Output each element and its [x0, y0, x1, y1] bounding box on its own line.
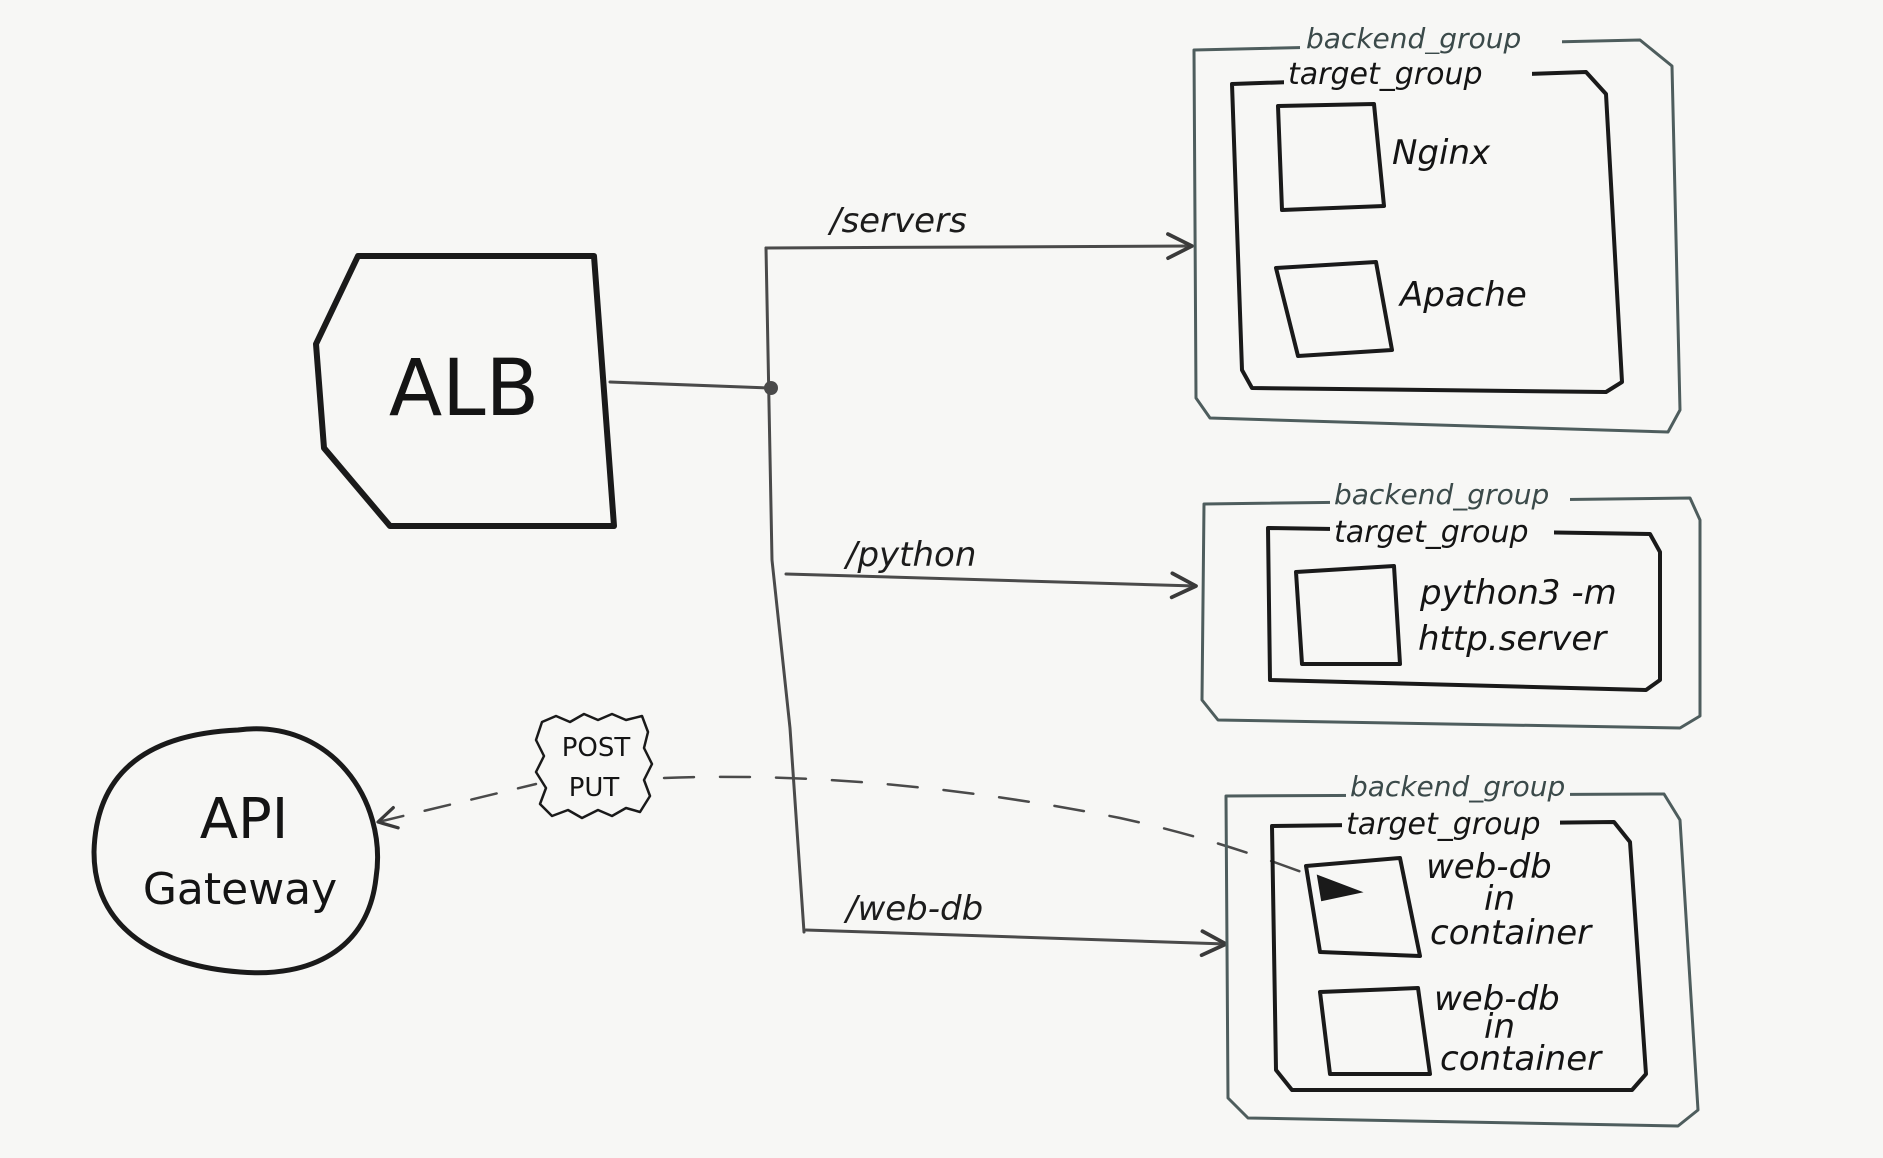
method-put-label: PUT: [569, 773, 620, 803]
server-label-line2: in: [1484, 879, 1515, 919]
dashed-right-segment: [662, 775, 1352, 892]
route-webdb-label: /web-db: [843, 889, 983, 929]
server-label-line2: http.server: [1418, 619, 1608, 659]
api-gateway-line1: API: [200, 787, 289, 852]
alb-label: ALB: [389, 344, 539, 434]
server-webdb-2[interactable]: web-db in container: [1318, 979, 1603, 1079]
route-webdb: /web-db: [804, 889, 1228, 958]
routing-bus-line: [764, 246, 806, 934]
server-label-line1: Nginx: [1392, 133, 1491, 173]
server-box: [1276, 102, 1386, 212]
target-group-2-label: target_group: [1334, 515, 1529, 550]
target-group-3-label: target_group: [1346, 807, 1541, 842]
route-servers-label: /servers: [827, 201, 967, 241]
server-box: [1274, 260, 1394, 358]
method-note-shape: [534, 712, 654, 820]
backend-group-3[interactable]: backend_group target_group web-db in con…: [1224, 768, 1700, 1128]
backend-group-2-box: [1200, 496, 1702, 730]
server-python[interactable]: python3 -m http.server: [1294, 564, 1617, 666]
target-group-1-label-bg: [1284, 54, 1532, 94]
backend-group-1-box: [1192, 38, 1682, 434]
backend-group-3-label: backend_group: [1350, 770, 1565, 803]
route-python-arrow: [784, 571, 1198, 600]
backend-group-1-label-bg: [1300, 18, 1562, 58]
server-label-line1: Apache: [1398, 275, 1527, 315]
server-label-line1: python3 -m: [1419, 573, 1617, 613]
alb-connector-line: [608, 380, 772, 390]
server-apache[interactable]: Apache: [1274, 260, 1527, 358]
server-box: [1304, 856, 1422, 958]
backend-group-3-label-bg: [1346, 768, 1570, 806]
server-label-line1: web-db: [1426, 847, 1552, 887]
backend-group-3-box: [1224, 792, 1700, 1128]
dashed-arrow-head: [1316, 874, 1364, 902]
target-group-1-label: target_group: [1288, 57, 1483, 92]
backend-group-1-label: backend_group: [1306, 22, 1521, 55]
method-post-label: POST: [562, 733, 631, 763]
server-box: [1318, 986, 1432, 1076]
junction-dot: [764, 381, 778, 395]
route-python: /python: [784, 535, 1198, 600]
method-note: POST PUT: [534, 712, 654, 820]
target-group-3-label-bg: [1342, 806, 1560, 844]
api-gateway-node[interactable]: API Gateway: [91, 726, 380, 976]
server-label-line3: container: [1440, 1039, 1603, 1079]
route-webdb-arrow: [804, 928, 1228, 958]
alb-node[interactable]: ALB: [313, 253, 617, 529]
backend-group-2-label: backend_group: [1334, 478, 1549, 511]
api-dashed-connection: [376, 775, 1364, 902]
server-nginx[interactable]: Nginx: [1276, 102, 1491, 212]
api-gateway-shape: [91, 726, 380, 976]
backend-group-1[interactable]: backend_group target_group Nginx Apache: [1192, 18, 1682, 434]
target-group-3-box: [1270, 820, 1648, 1092]
server-label-line2: in: [1484, 1007, 1515, 1047]
route-python-label: /python: [843, 535, 976, 575]
alb-bus: [608, 246, 806, 934]
server-label-line3: container: [1430, 913, 1593, 953]
alb-shape: [313, 253, 617, 529]
dashed-left-segment: [376, 782, 538, 830]
route-servers: /servers: [764, 201, 1194, 260]
target-group-2-box: [1266, 526, 1662, 692]
backend-group-2-label-bg: [1330, 474, 1570, 514]
server-box: [1294, 564, 1402, 666]
target-group-2-label-bg: [1330, 512, 1554, 550]
server-webdb-1[interactable]: web-db in container: [1304, 847, 1593, 958]
target-group-1-box: [1230, 70, 1624, 394]
api-gateway-line2: Gateway: [143, 864, 337, 915]
server-label-line1: web-db: [1434, 979, 1560, 1019]
route-servers-arrow: [764, 232, 1194, 260]
backend-group-2[interactable]: backend_group target_group python3 -m ht…: [1200, 474, 1702, 730]
